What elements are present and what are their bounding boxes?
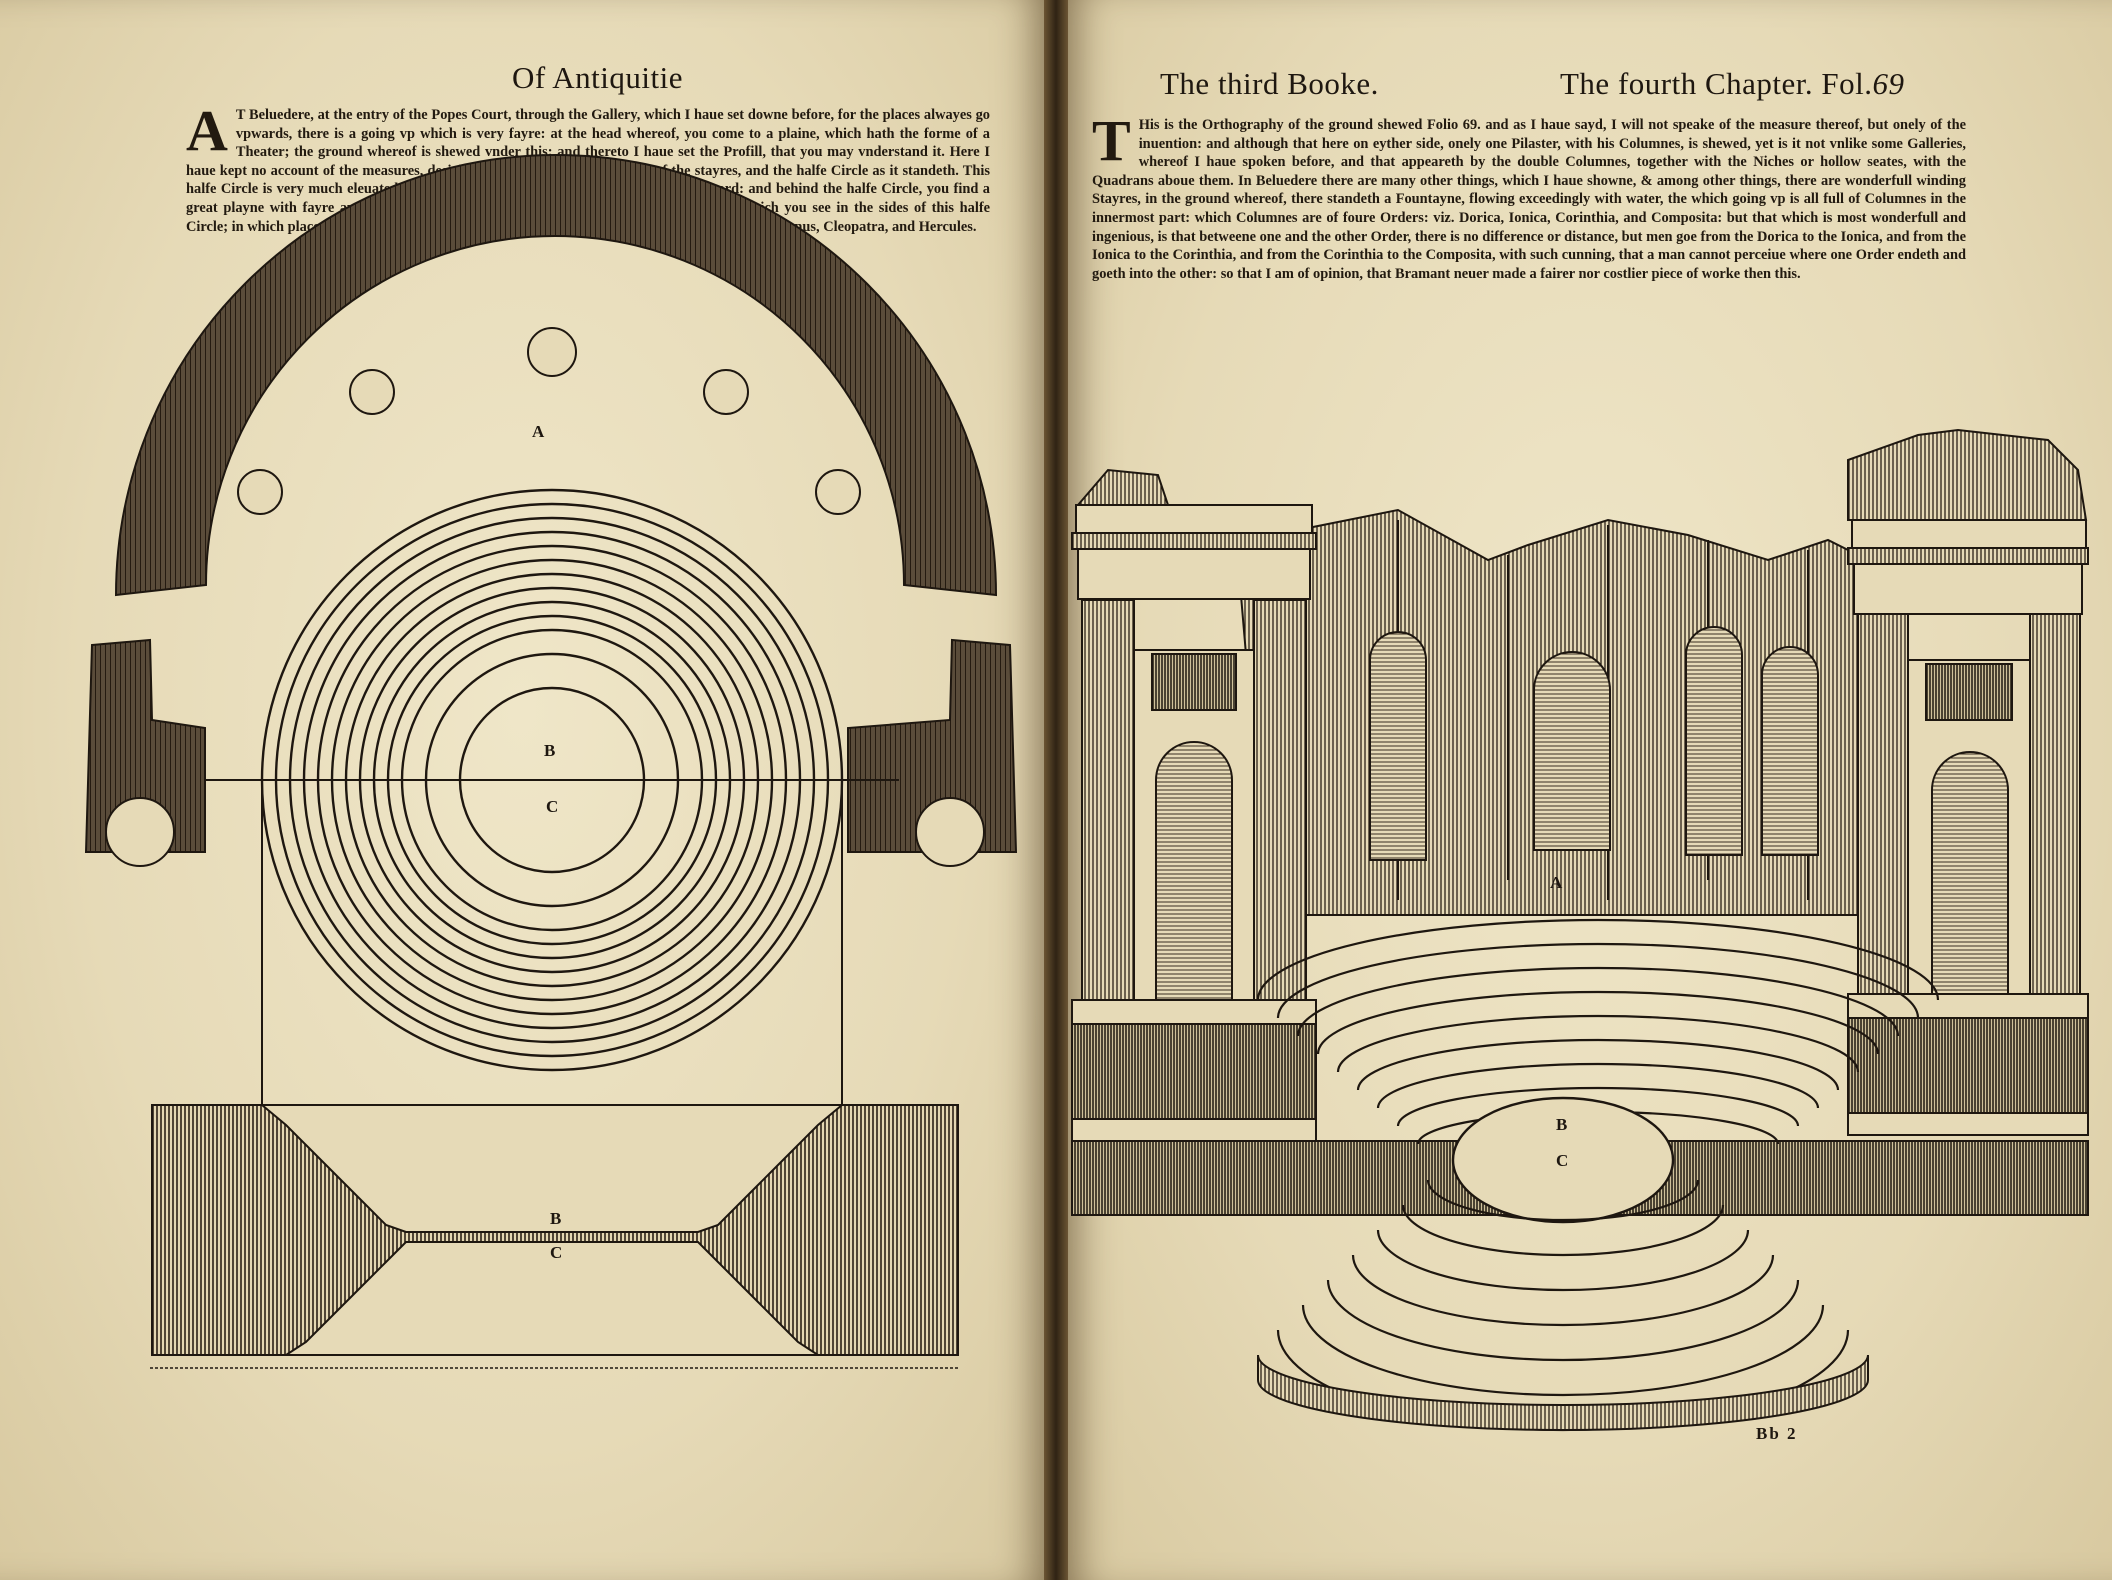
plan-left-niche bbox=[105, 797, 175, 867]
plan-right-side-block bbox=[847, 638, 1018, 853]
right-pilaster bbox=[1847, 428, 2089, 1136]
lower-steps bbox=[1276, 1179, 1850, 1432]
upper-steps bbox=[1256, 918, 1940, 1145]
left-running-head: Of Antiquitie bbox=[512, 60, 683, 95]
plan-right-niche bbox=[915, 797, 985, 867]
plan-left-side-block bbox=[84, 638, 206, 853]
right-paragraph: His is the Orthography of the ground she… bbox=[1092, 117, 1966, 282]
profile-label-c: C bbox=[550, 1243, 562, 1262]
left-pilaster bbox=[1071, 468, 1317, 1142]
orthography-figure: A B C bbox=[1071, 428, 2089, 1432]
chapter-folio-label: The fourth Chapter. Fol. bbox=[1560, 66, 1873, 101]
folio-number: 69 bbox=[1872, 66, 1905, 101]
signature-mark: Bb 2 bbox=[1756, 1424, 1798, 1443]
profile-label-b: B bbox=[550, 1209, 561, 1228]
ortho-label-c: C bbox=[1556, 1151, 1568, 1170]
central-oval bbox=[1451, 1096, 1675, 1224]
right-dropcap: T bbox=[1092, 108, 1131, 173]
plan-arc-niches bbox=[237, 327, 861, 515]
right-running-head-left: The third Booke. bbox=[1160, 66, 1379, 101]
right-page: The third Booke. The fourth Chapter. Fol… bbox=[1068, 0, 2112, 1580]
right-body-text: T His is the Orthography of the ground s… bbox=[1092, 108, 1966, 283]
plan-label-c: C bbox=[546, 797, 558, 816]
plan-outer-arc-wall bbox=[114, 154, 998, 597]
left-page: Of Antiquitie A T Beluedere, at the entr… bbox=[0, 0, 1044, 1580]
ortho-label-b: B bbox=[1556, 1115, 1567, 1134]
plan-label-a: A bbox=[532, 422, 545, 441]
plan-figure: A B C B C bbox=[84, 154, 1018, 1369]
profile-stair-void bbox=[259, 1104, 845, 1356]
plan-label-b: B bbox=[544, 741, 555, 760]
ortho-label-a: A bbox=[1550, 873, 1563, 892]
book-gutter bbox=[1044, 0, 1068, 1580]
lower-steps-base bbox=[1257, 1354, 1869, 1431]
left-dropcap: A bbox=[186, 98, 228, 163]
right-running-head-right: The fourth Chapter. Fol.69 bbox=[1560, 66, 1904, 102]
back-wall-niches bbox=[1369, 626, 1819, 861]
